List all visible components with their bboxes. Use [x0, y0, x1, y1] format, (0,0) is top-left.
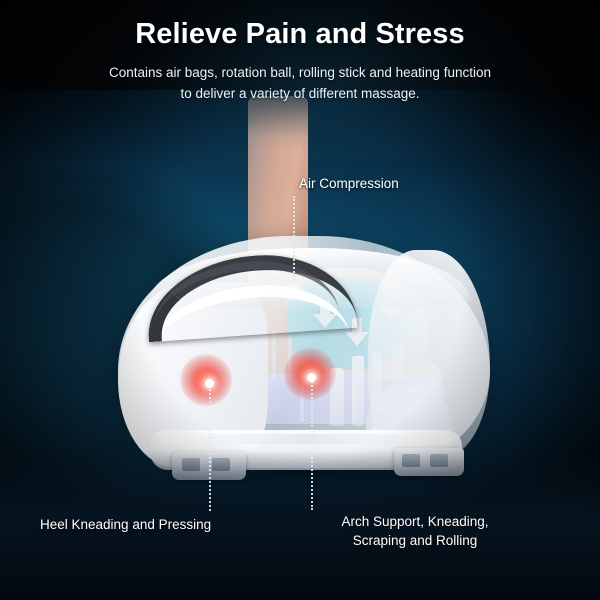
- callout-arch-support-line-1: Arch Support, Kneading,: [341, 514, 489, 529]
- page-subtitle: Contains air bags, rotation ball, rollin…: [60, 62, 540, 104]
- background-bottom-fade: [0, 450, 600, 600]
- leader-line-heel-kneading: [209, 385, 211, 511]
- callout-air-compression: Air Compression: [299, 176, 399, 191]
- page-subtitle-line-1: Contains air bags, rotation ball, rollin…: [109, 65, 491, 80]
- callout-arch-support: Arch Support, Kneading, Scraping and Rol…: [310, 512, 520, 550]
- page-subtitle-line-2: to deliver a variety of different massag…: [180, 86, 420, 101]
- leader-line-air-compression: [293, 196, 295, 288]
- leader-dot-arch-support: [307, 373, 316, 382]
- leader-dot-heel-kneading: [205, 379, 214, 388]
- callout-heel-kneading: Heel Kneading and Pressing: [40, 517, 212, 532]
- page-title: Relieve Pain and Stress: [135, 18, 465, 50]
- leader-dot-air-compression: [288, 287, 297, 296]
- leader-line-arch-support: [311, 378, 313, 510]
- callout-arch-support-line-2: Scraping and Rolling: [352, 533, 478, 548]
